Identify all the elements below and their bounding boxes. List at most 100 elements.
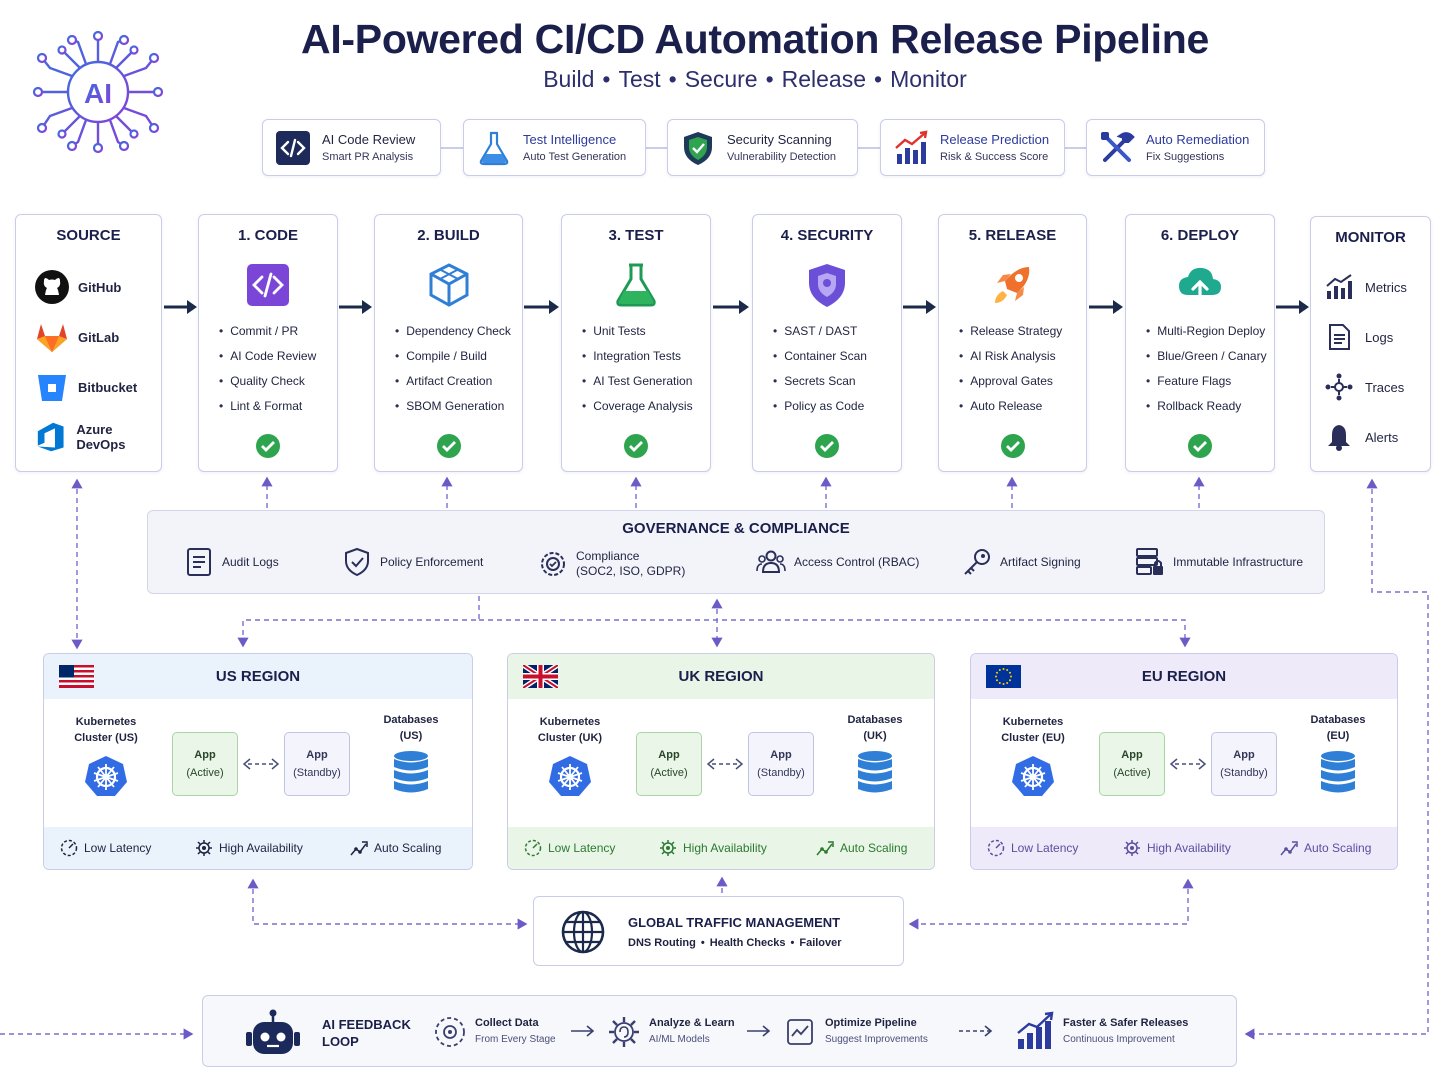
monitor-item-logs[interactable]: Logs <box>1325 323 1393 351</box>
stage-card-build[interactable]: 2. BUILD Dependency Check Compile / Buil… <box>374 214 523 472</box>
gitlab-icon <box>37 324 67 352</box>
source-item-gitlab[interactable]: GitLab <box>34 319 119 355</box>
source-item-bitbucket[interactable]: Bitbucket <box>34 369 137 405</box>
stage-step: Release Strategy <box>959 323 1062 348</box>
subtitle-part: Secure <box>684 66 758 92</box>
app-active[interactable]: App(Active) <box>636 732 702 796</box>
stage-step: AI Code Review <box>219 348 316 373</box>
gear-icon <box>196 840 212 856</box>
flow-arrow <box>524 300 559 314</box>
rocket-icon <box>994 267 1029 303</box>
gear-icon <box>1124 840 1140 856</box>
cube-icon <box>429 263 468 307</box>
shield-icon <box>684 131 712 165</box>
stage-title: 5. RELEASE <box>968 227 1057 244</box>
stage-step: Integration Tests <box>582 348 693 373</box>
subtitle-part: Test <box>618 66 661 92</box>
monitor-title: MONITOR <box>1335 229 1406 246</box>
monitor-item-metrics[interactable]: Metrics <box>1325 273 1407 301</box>
stage-title: 4. SECURITY <box>780 227 874 244</box>
source-title: SOURCE <box>56 227 121 244</box>
region-title: US REGION <box>215 668 301 685</box>
arrow-right-icon <box>571 1025 595 1037</box>
governance-title: GOVERNANCE & COMPLIANCE <box>622 520 850 537</box>
feature-subtitle: Smart PR Analysis <box>322 151 414 163</box>
flow-arrow <box>903 300 936 314</box>
stage-card-release[interactable]: 5. RELEASE Release Strategy AI Risk Anal… <box>938 214 1087 472</box>
stage-step: Secrets Scan <box>773 373 867 398</box>
stage-step: Coverage Analysis <box>582 398 692 423</box>
stage-step: Approval Gates <box>959 373 1062 398</box>
feature-title: Auto Remediation <box>1146 132 1250 147</box>
stage-step: Compile / Build <box>395 348 511 373</box>
governance-item-policy-enforcement[interactable]: Policy Enforcement <box>342 547 483 577</box>
app-standby[interactable]: App(Standby) <box>284 732 350 796</box>
monitor-item-traces[interactable]: Traces <box>1325 373 1404 401</box>
logo-text: AI <box>84 78 112 109</box>
feature-title: Security Scanning <box>727 132 832 147</box>
stage-card-test[interactable]: 3. TEST Unit Tests Integration Tests AI … <box>561 214 711 472</box>
stage-step: Lint & Format <box>219 398 316 423</box>
kubernetes-icon <box>549 756 591 796</box>
feature-subtitle: Risk & Success Score <box>940 151 1049 163</box>
db-label: Databases(US) <box>383 714 439 742</box>
source-item-github[interactable]: GitHub <box>34 269 121 305</box>
governance-item-artifact-signing[interactable]: Artifact Signing <box>962 547 1081 577</box>
governance-item-immutable-infrastructure[interactable]: Immutable Infrastructure <box>1135 547 1303 577</box>
flow-arrow <box>1089 300 1123 314</box>
stage-card-code[interactable]: 1. CODE Commit / PR AI Code Review Quali… <box>198 214 338 472</box>
ai-brain-logo: AI <box>32 30 164 154</box>
governance-item-audit-logs[interactable]: Audit Logs <box>184 547 279 577</box>
source-item-azure-devops[interactable]: Azure DevOps <box>34 419 161 455</box>
stage-step: Unit Tests <box>582 323 693 348</box>
stage-step: Feature Flags <box>1146 373 1267 398</box>
scaling-icon <box>1280 841 1298 856</box>
region-feature-high-availability: High Availability <box>659 839 767 857</box>
flask-icon <box>616 263 656 307</box>
stage-step: AI Risk Analysis <box>959 348 1062 373</box>
bitbucket-icon <box>38 375 66 401</box>
region-feature-low-latency: Low Latency <box>987 839 1078 857</box>
stage-step: SAST / DAST <box>773 323 867 348</box>
sync-arrow-icon <box>1169 758 1207 770</box>
collect-icon <box>435 1017 465 1047</box>
flow-arrow <box>164 300 197 314</box>
app-active[interactable]: App(Active) <box>172 732 238 796</box>
growth-chart-icon <box>1017 1011 1054 1049</box>
stage-card-deploy[interactable]: 6. DEPLOY Multi-Region Deploy Blue/Green… <box>1125 214 1275 472</box>
gtm-subtitle: DNS Routing•Health Checks•Failover <box>628 937 842 949</box>
speed-icon <box>60 839 78 857</box>
kubernetes-icon <box>1012 756 1054 796</box>
cloud-upload-icon <box>1179 267 1221 303</box>
global-traffic-management[interactable]: GLOBAL TRAFFIC MANAGEMENT DNS Routing•He… <box>533 896 904 966</box>
region-feature-low-latency: Low Latency <box>60 839 151 857</box>
server-lock-icon <box>1136 548 1163 575</box>
sync-arrow-icon <box>706 758 744 770</box>
clipboard-icon <box>187 548 211 576</box>
stage-step: Container Scan <box>773 348 867 373</box>
region-title: UK REGION <box>678 668 764 685</box>
monitor-item-alerts[interactable]: Alerts <box>1325 423 1398 451</box>
app-standby[interactable]: App(Standby) <box>748 732 814 796</box>
app-standby[interactable]: App(Standby) <box>1211 732 1277 796</box>
region-feature-auto-scaling: Auto Scaling <box>350 839 441 857</box>
feature-title: Test Intelligence <box>523 132 617 147</box>
kubernetes-icon <box>85 756 127 796</box>
governance-item-compliance[interactable]: Compliance(SOC2, ISO, GDPR) <box>538 549 685 579</box>
governance-item-access-control[interactable]: Access Control (RBAC) <box>756 547 919 577</box>
app-active[interactable]: App(Active) <box>1099 732 1165 796</box>
stage-card-security[interactable]: 4. SECURITY SAST / DAST Container Scan S… <box>752 214 902 472</box>
check-circle-icon <box>256 434 280 458</box>
